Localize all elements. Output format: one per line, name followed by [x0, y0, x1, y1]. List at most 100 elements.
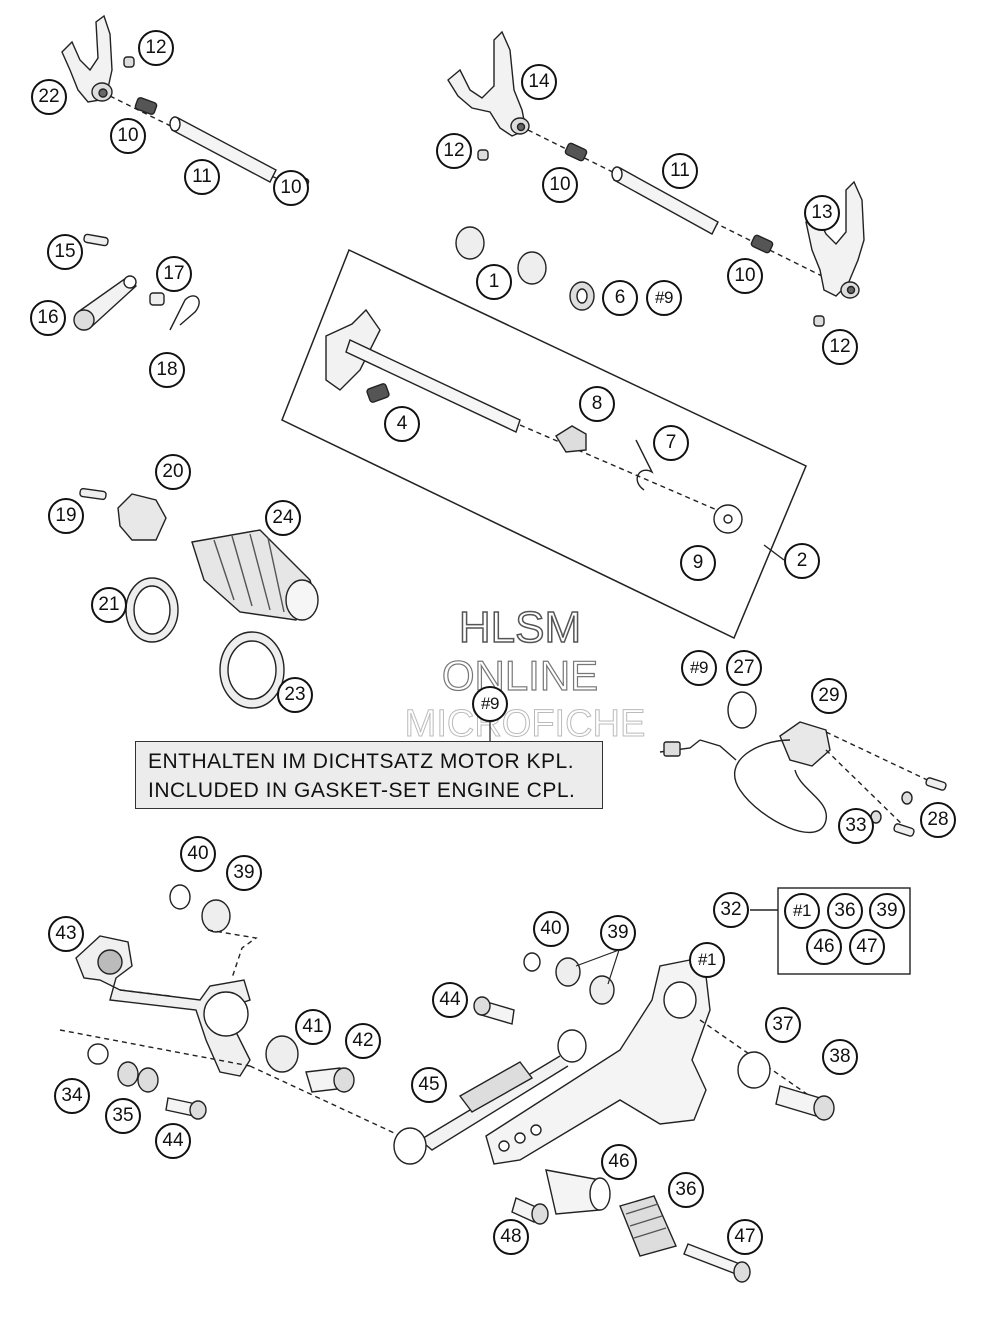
kit-box-32 — [777, 887, 911, 975]
callout-21[interactable]: 21 — [91, 587, 127, 623]
callout-39[interactable]: 39 — [226, 855, 262, 891]
callout-12[interactable]: 12 — [822, 329, 858, 365]
notice-line-de: ENTHALTEN IM DICHTSATZ MOTOR KPL. — [148, 750, 575, 773]
screw-47-drawing — [683, 1243, 751, 1283]
lock-washer-35a-drawing — [117, 1061, 139, 1087]
callout-44[interactable]: 44 — [432, 982, 468, 1018]
callout-24[interactable]: 24 — [265, 500, 301, 536]
callout-40[interactable]: 40 — [180, 836, 216, 872]
callout-37[interactable]: 37 — [765, 1007, 801, 1043]
callout-11[interactable]: 11 — [662, 153, 698, 189]
callout-34[interactable]: 34 — [54, 1078, 90, 1114]
callout-14[interactable]: 14 — [521, 64, 557, 100]
callout-13[interactable]: 13 — [804, 195, 840, 231]
callout-48[interactable]: 48 — [493, 1219, 529, 1255]
callout-22[interactable]: 22 — [31, 79, 67, 115]
callout-19[interactable]: 19 — [48, 498, 84, 534]
callout-10[interactable]: 10 — [542, 167, 578, 203]
screw-44a-drawing — [165, 1097, 207, 1120]
callout-12[interactable]: 12 — [138, 30, 174, 66]
seal-8-drawing — [555, 425, 587, 453]
callout-10[interactable]: 10 — [110, 118, 146, 154]
callout-20[interactable]: 20 — [155, 454, 191, 490]
callout-45[interactable]: 45 — [411, 1067, 447, 1103]
callout-17[interactable]: 17 — [156, 256, 192, 292]
callout-39[interactable]: 39 — [869, 893, 905, 929]
pin-12b-drawing — [477, 149, 489, 161]
callout-2[interactable]: 2 — [784, 543, 820, 579]
callout-10[interactable]: 10 — [273, 170, 309, 206]
callout-11[interactable]: 11 — [184, 159, 220, 195]
callout-7[interactable]: 7 — [653, 425, 689, 461]
callout-35[interactable]: 35 — [105, 1098, 141, 1134]
pin-12c-drawing — [813, 315, 825, 327]
detent-lever-16-drawing — [73, 233, 138, 331]
callout-27[interactable]: 27 — [726, 650, 762, 686]
assembly-frame-2 — [281, 248, 807, 640]
callout-38[interactable]: 38 — [822, 1039, 858, 1075]
lock-washer-35b-drawing — [137, 1067, 159, 1093]
callout-36[interactable]: 36 — [827, 893, 863, 929]
callout-32[interactable]: 32 — [713, 892, 749, 928]
washer-40a-drawing — [169, 884, 191, 910]
callout-15[interactable]: 15 — [47, 234, 83, 270]
callout-9-kit[interactable]: #9 — [681, 650, 717, 686]
bushing-17-drawing — [149, 292, 165, 306]
spring-18-drawing — [169, 295, 200, 331]
footrest-46-drawing — [545, 1169, 611, 1215]
spring-10c-drawing — [564, 142, 588, 162]
callout-28[interactable]: 28 — [920, 802, 956, 838]
callout-46[interactable]: 46 — [806, 929, 842, 965]
callout-12[interactable]: 12 — [436, 133, 472, 169]
callout-23[interactable]: 23 — [277, 677, 313, 713]
pivot-bolt-42-drawing — [305, 1067, 355, 1093]
washer-40b-drawing — [523, 952, 541, 972]
spring-10a-drawing — [134, 97, 158, 115]
shift-drum-24-drawing — [191, 529, 319, 621]
shaft-11b-drawing — [611, 166, 719, 235]
callout-1[interactable]: 1 — [476, 264, 512, 300]
screw-28b-drawing — [893, 823, 915, 837]
shift-fork-13-drawing — [805, 180, 865, 299]
callout-9-kit[interactable]: #9 — [472, 686, 508, 722]
callout-42[interactable]: 42 — [345, 1023, 381, 1059]
callout-1-kit[interactable]: #1 — [784, 893, 820, 929]
callout-39[interactable]: 39 — [600, 915, 636, 951]
bolt-38-drawing — [775, 1085, 835, 1121]
washer-37-drawing — [737, 1051, 771, 1089]
washer-33a-drawing — [901, 791, 913, 805]
callout-9[interactable]: 9 — [680, 545, 716, 581]
spring-7-drawing — [635, 439, 654, 491]
callout-47[interactable]: 47 — [727, 1219, 763, 1255]
callout-8[interactable]: 8 — [579, 386, 615, 422]
callout-18[interactable]: 18 — [149, 352, 185, 388]
bushing-41-drawing — [265, 1035, 299, 1073]
callout-41[interactable]: 41 — [295, 1009, 331, 1045]
screw-48-drawing — [511, 1197, 549, 1225]
callout-10[interactable]: 10 — [727, 258, 763, 294]
watermark-line-1: HLSM — [458, 602, 582, 653]
gear-sensor-29-drawing — [659, 721, 831, 833]
pin-12-drawing — [123, 56, 135, 68]
linkage-rod-45-drawing — [393, 1029, 587, 1165]
callout-4[interactable]: 4 — [384, 406, 420, 442]
callout-40[interactable]: 40 — [533, 911, 569, 947]
callout-43[interactable]: 43 — [48, 916, 84, 952]
shift-shaft-2-drawing — [325, 308, 521, 433]
shaft-11a-drawing — [169, 116, 277, 183]
shift-fork-14-drawing — [447, 30, 530, 137]
shift-fork-22-drawing — [61, 14, 113, 103]
screw-19-drawing — [79, 487, 107, 501]
callout-47[interactable]: 47 — [849, 929, 885, 965]
callout-6[interactable]: 6 — [602, 280, 638, 316]
callout-46[interactable]: 46 — [601, 1144, 637, 1180]
shift-lever-43-drawing — [75, 935, 251, 1077]
callout-9-kit[interactable]: #9 — [646, 280, 682, 316]
callout-1-kit[interactable]: #1 — [689, 942, 725, 978]
callout-33[interactable]: 33 — [838, 808, 874, 844]
callout-29[interactable]: 29 — [811, 678, 847, 714]
callout-36[interactable]: 36 — [668, 1172, 704, 1208]
callout-16[interactable]: 16 — [30, 300, 66, 336]
callout-44[interactable]: 44 — [155, 1123, 191, 1159]
